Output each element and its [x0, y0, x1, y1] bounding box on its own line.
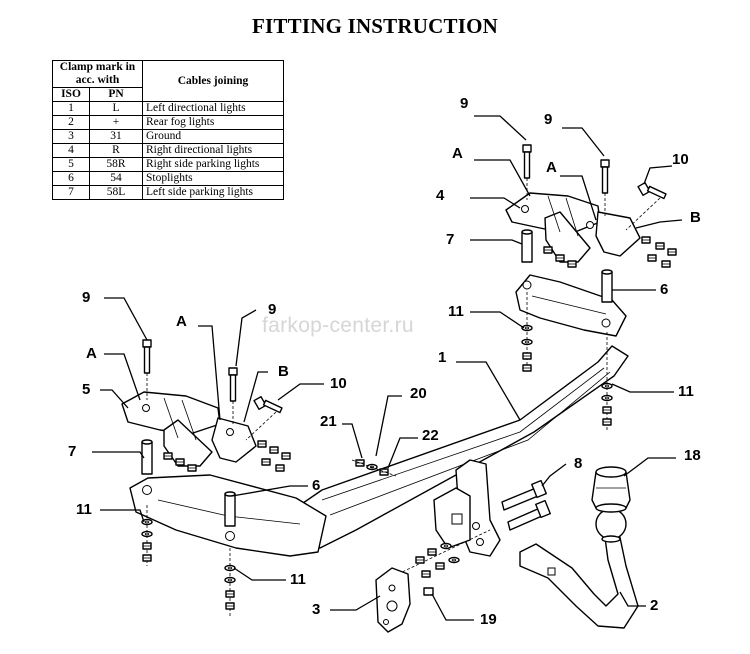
main-crossbar — [289, 345, 629, 549]
cable-table: Clamp mark in acc. with Cables joining I… — [52, 60, 284, 200]
center-fasteners — [351, 459, 397, 477]
tow-ball-neck — [519, 508, 639, 629]
callout-label: B — [690, 209, 701, 226]
callout-label: 6 — [660, 281, 668, 298]
callout-label: 21 — [320, 413, 337, 430]
callout-label: 8 — [574, 455, 582, 472]
watermark: farkop-center.ru — [262, 314, 414, 337]
callout-label: 18 — [684, 447, 701, 464]
clamp-header: Clamp mark in acc. with — [52, 60, 143, 88]
page-title: FITTING INSTRUCTION — [252, 14, 498, 38]
callout-label: 1 — [438, 349, 446, 366]
callout-label: 19 — [480, 611, 497, 628]
callout-label: 7 — [68, 443, 76, 460]
socket-fasteners — [397, 529, 491, 578]
callout-label: 4 — [436, 187, 445, 204]
callout-label: 11 — [76, 501, 92, 518]
socket-plate — [375, 567, 434, 633]
bolt-icon — [522, 144, 532, 179]
right-mounting-bracket — [505, 192, 641, 263]
mounting-bolts — [501, 479, 551, 531]
right-washers — [521, 292, 613, 430]
callout-label: A — [86, 345, 97, 362]
callout-label: B — [278, 363, 289, 380]
callout-label: 11 — [678, 383, 694, 400]
left-side-fasteners — [163, 395, 291, 472]
callout-label: 3 — [312, 601, 320, 618]
desc-cell: Right side parking lights — [142, 157, 284, 172]
callout-label: 9 — [82, 289, 90, 306]
callout-label: 9 — [460, 95, 468, 112]
right-spacer-tubes — [521, 229, 613, 303]
left-mounting-bracket — [121, 391, 257, 467]
callout-label: 6 — [312, 477, 320, 494]
callout-label: 5 — [82, 381, 90, 398]
right-side-plate — [515, 274, 627, 337]
callout-label: 10 — [672, 151, 689, 168]
callout-label: 20 — [410, 385, 427, 402]
ball-cover — [591, 466, 631, 513]
callout-label: 2 — [650, 597, 658, 614]
callout-label: 9 — [268, 301, 276, 318]
right-side-fasteners — [543, 181, 677, 268]
ball-mount-bracket — [433, 459, 501, 557]
callout-labels: 9 9 10 A A 4 B 7 6 11 1 11 9 9 A A 5 B 1… — [68, 95, 701, 628]
cables-header: Cables joining — [142, 60, 284, 102]
left-spacer-tubes — [141, 439, 236, 527]
callout-label: 10 — [330, 375, 347, 392]
callout-label: A — [546, 159, 557, 176]
desc-cell: Right directional lights — [142, 143, 284, 158]
leader-lines — [92, 115, 683, 621]
callout-label: 22 — [422, 427, 439, 444]
callout-label: 11 — [448, 303, 464, 320]
callout-label: 7 — [446, 231, 454, 248]
callout-label: 11 — [290, 571, 306, 588]
callout-label: 9 — [544, 111, 552, 128]
desc-cell: Left side parking lights — [142, 185, 284, 200]
callout-label: A — [452, 145, 463, 162]
left-washers — [141, 505, 236, 616]
pn-header: PN — [89, 87, 143, 102]
pn-cell: 58R — [89, 157, 143, 172]
callout-label: A — [176, 313, 187, 330]
bolt-icon — [600, 159, 610, 194]
pn-cell: 58L — [89, 185, 143, 200]
